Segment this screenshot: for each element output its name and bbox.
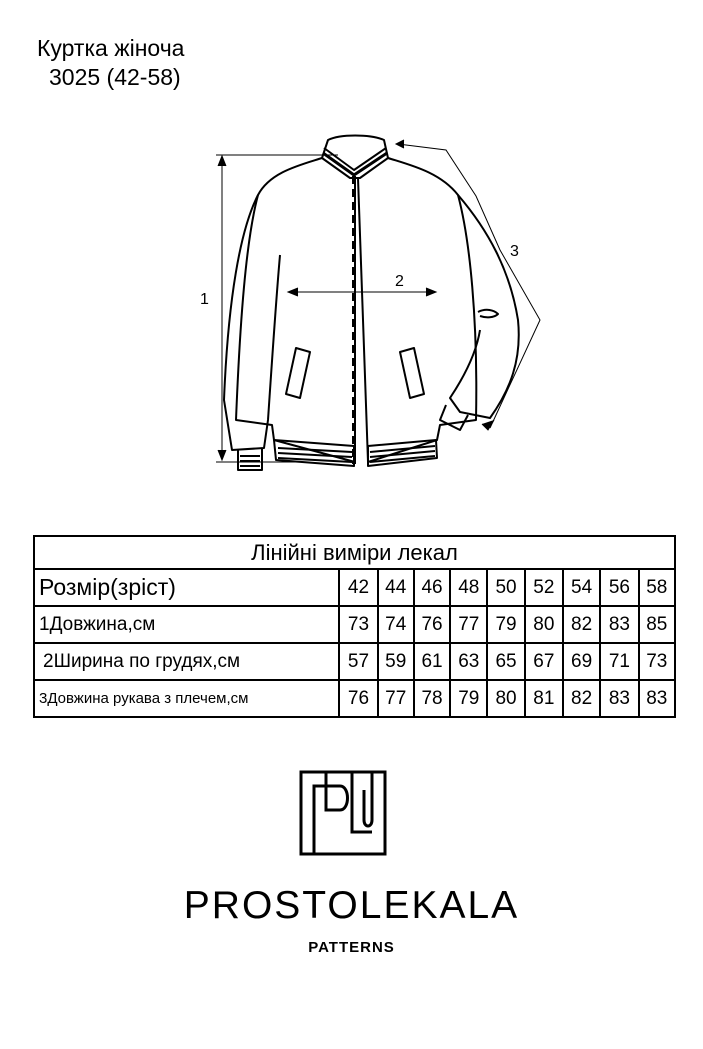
- value-cell: 61: [412, 642, 452, 681]
- value-cell: 80: [523, 605, 564, 644]
- size-cell: 54: [561, 568, 602, 607]
- row-label-length: 1Довжина,см: [32, 605, 341, 644]
- value-cell: 81: [523, 679, 564, 718]
- value-cell: 77: [449, 605, 489, 644]
- left-cuff: [237, 448, 263, 471]
- measure-1-label: 1: [200, 291, 209, 308]
- value-cell: 57: [338, 642, 379, 681]
- size-cell: 42: [338, 568, 379, 607]
- size-cell: 56: [599, 568, 640, 607]
- value-cell: 80: [486, 679, 526, 718]
- right-sleeve: [449, 194, 520, 419]
- measure-2-label: 2: [395, 273, 404, 290]
- value-cell: 65: [486, 642, 526, 681]
- value-cell: 77: [376, 679, 415, 718]
- value-cell: 59: [376, 642, 415, 681]
- value-cell: 83: [599, 679, 640, 718]
- value-cell: 71: [599, 642, 640, 681]
- waistband-right: [367, 439, 438, 467]
- value-cell: 76: [412, 605, 452, 644]
- collar: [321, 134, 389, 179]
- value-cell: 69: [561, 642, 602, 681]
- left-pocket: [285, 347, 311, 399]
- value-cell: 73: [338, 605, 379, 644]
- size-cell: 46: [412, 568, 452, 607]
- jacket-sketch: 1 2 3: [200, 134, 541, 471]
- value-cell: 85: [637, 605, 677, 644]
- title-block: Куртка жіноча 3025 (42-58): [37, 34, 184, 92]
- jacket-right-body: [357, 157, 478, 463]
- value-cell: 63: [449, 642, 489, 681]
- size-cell: 44: [376, 568, 415, 607]
- right-cuff: [439, 404, 469, 431]
- value-cell: 82: [561, 679, 602, 718]
- product-code: 3025 (42-58): [49, 64, 181, 90]
- value-cell: 83: [599, 605, 640, 644]
- measure-3-label: 3: [510, 243, 519, 260]
- row-label-chest-width: 2Ширина по грудях,см: [32, 642, 341, 681]
- measurements-table: Лінійні виміри лекал Розмір(зріст) 42 44…: [32, 535, 677, 718]
- size-cell: 58: [637, 568, 677, 607]
- size-label: Розмір(зріст): [32, 568, 341, 607]
- value-cell: 76: [338, 679, 379, 718]
- sleeve-line: [397, 143, 541, 429]
- value-cell: 74: [376, 605, 415, 644]
- size-cell: 48: [449, 568, 489, 607]
- size-cell: 52: [523, 568, 564, 607]
- table-title: Лінійні виміри лекал: [33, 535, 676, 570]
- right-pocket: [399, 347, 425, 399]
- value-cell: 79: [486, 605, 526, 644]
- row-label-sleeve-length: 3Довжина рукава з плечем,см: [32, 679, 341, 718]
- value-cell: 83: [637, 679, 677, 718]
- left-sleeve: [223, 194, 281, 451]
- product-title: Куртка жіноча: [37, 35, 185, 61]
- jacket-left-body: [235, 157, 356, 463]
- value-cell: 73: [637, 642, 677, 681]
- size-cell: 50: [486, 568, 526, 607]
- value-cell: 67: [523, 642, 564, 681]
- brand-name: PROSTOLEKALA: [183, 884, 520, 927]
- value-cell: 78: [412, 679, 452, 718]
- value-cell: 79: [449, 679, 489, 718]
- waistband-left: [273, 439, 355, 467]
- brand-subtitle: PATTERNS: [308, 939, 395, 956]
- value-cell: 82: [561, 605, 602, 644]
